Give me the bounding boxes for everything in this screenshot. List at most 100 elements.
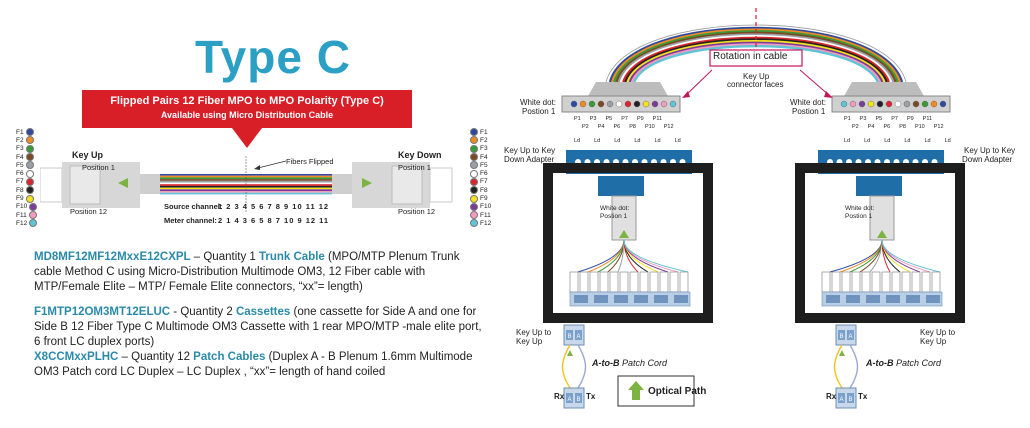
position12-left: Position 12 [70, 207, 108, 216]
lc-port [881, 271, 891, 293]
fiber-list-item: F11 [16, 211, 42, 220]
arc-fiber [617, 33, 895, 83]
sep: – Quantity 12 [118, 351, 194, 363]
fiber-list-item: F3 [470, 144, 500, 153]
face-position-label: P7 [621, 116, 628, 122]
fiber-label: F3 [16, 145, 24, 153]
fiber-color-dot [470, 211, 478, 220]
lc-duplex [866, 295, 880, 303]
connector-face-fiber [939, 100, 947, 108]
atob-rest: Patch Cord [893, 358, 942, 368]
lc-duplex [846, 295, 860, 303]
lc-port [609, 271, 619, 293]
component-description: (MPO/MTP Plenum Trunk cable Method C usi… [34, 251, 460, 293]
component-name: Cassettes [235, 306, 291, 318]
fiber-list-item: F11 [470, 211, 500, 220]
fiber-list-item: F7 [470, 177, 500, 186]
fiber-label: F1 [480, 128, 488, 136]
face-position-label: P10 [644, 124, 655, 130]
trunk-cable-drawing [40, 156, 453, 212]
lc-port [589, 271, 599, 293]
fiber-color-dot [25, 161, 34, 170]
connector-face-fiber [876, 100, 884, 108]
lc-port [901, 271, 911, 293]
patch-port-a [575, 330, 582, 340]
part-number: F1MTP12OM3MT12ELUC [34, 306, 171, 318]
optical-path-label: Optical Path [648, 386, 707, 397]
fiber-color-dot [28, 211, 37, 220]
white-dot-right-1: White dot: [790, 98, 827, 107]
cable-fiber-stripe [160, 187, 332, 190]
face-position-label: P4 [597, 124, 605, 130]
connector-face-fiber [930, 100, 938, 108]
inner-white-dot-right-1: White dot: [845, 205, 875, 212]
fiber-label: F10 [16, 203, 28, 211]
connector-face-fiber [597, 100, 605, 108]
fiber-cassette-left-label: Fiber Cassette [690, 209, 699, 262]
fiber-list-item: F9 [16, 194, 42, 203]
fiber-color-dot [470, 186, 478, 195]
polarity-banner: Flipped Pairs 12 Fiber MPO to MPO Polari… [82, 90, 412, 128]
connector-face-fiber [867, 100, 875, 108]
patch-port-b [838, 330, 845, 340]
ld-label: Ld [844, 138, 851, 144]
ld-label: Ld [614, 138, 621, 144]
right-key-arrow [362, 178, 372, 188]
patch-port-b-label: B [568, 334, 572, 340]
white-dot-left-1: White dot: [520, 98, 557, 107]
ld-label: Ld [634, 138, 641, 144]
key-up-down-right-1: Key Up to Key [964, 146, 1016, 155]
meter-channel-label: Meter channel: [164, 216, 217, 225]
sep: - Quantity 2 [170, 306, 236, 318]
face-position-label: P6 [883, 124, 891, 130]
ld-label: Ld [904, 138, 911, 144]
face-position-label: P8 [629, 124, 636, 130]
arc-fiber [624, 38, 888, 83]
connector-face-fiber [642, 100, 650, 108]
ld-label: Ld [944, 138, 951, 144]
fiber-list-item: F6 [470, 169, 500, 178]
part-number: MD8MF12MF12MxxE12CXPL [34, 251, 191, 263]
patch-port-a-label: A [568, 397, 572, 403]
lc-port [911, 271, 921, 293]
atob-rest: Patch Cord [619, 358, 668, 368]
patch-port-a [838, 393, 845, 403]
lc-port [679, 271, 689, 293]
fanout-fiber [577, 239, 625, 273]
lc-port [639, 271, 649, 293]
face-position-label: P5 [875, 116, 883, 122]
fiber-label: F1 [16, 128, 24, 136]
fiber-list-item: F8 [470, 186, 500, 195]
connector-face-fiber [912, 100, 920, 108]
lc-duplex [906, 295, 920, 303]
face-position-label: P2 [582, 124, 589, 130]
lc-port [831, 271, 841, 293]
fiber-list-item: F10 [470, 202, 500, 211]
face-position-label: P9 [636, 116, 644, 122]
ld-label: Ld [674, 138, 681, 144]
fiber-color-dot [25, 144, 34, 153]
fiber-color-dot [470, 128, 478, 137]
fiber-label: F4 [480, 153, 488, 161]
source-channel-values: 1 2 3 4 5 6 7 8 9 10 11 12 [218, 202, 330, 211]
connector-face-fiber [615, 100, 623, 108]
fiber-label: F8 [480, 186, 488, 194]
source-channel-label: Source channel: [164, 202, 223, 211]
fanout-fiber [881, 239, 941, 273]
fiber-list-item: F2 [16, 136, 42, 145]
lc-duplex [634, 295, 648, 303]
lc-port [619, 271, 629, 293]
patch-port-b-label: B [849, 397, 853, 403]
connector-face-fiber [606, 100, 614, 108]
white-dot-right-2: Postion 1 [792, 107, 826, 116]
cable-fiber-stripe [160, 191, 332, 193]
connector-face-fiber [849, 100, 857, 108]
white-dot-left-2: Postion 1 [522, 107, 556, 116]
lc-port [629, 271, 639, 293]
fibers-flipped-pointer [254, 160, 287, 170]
connector-face-fiber [633, 100, 641, 108]
fiber-cassette-right-label: Fiber Cassette [814, 209, 823, 262]
